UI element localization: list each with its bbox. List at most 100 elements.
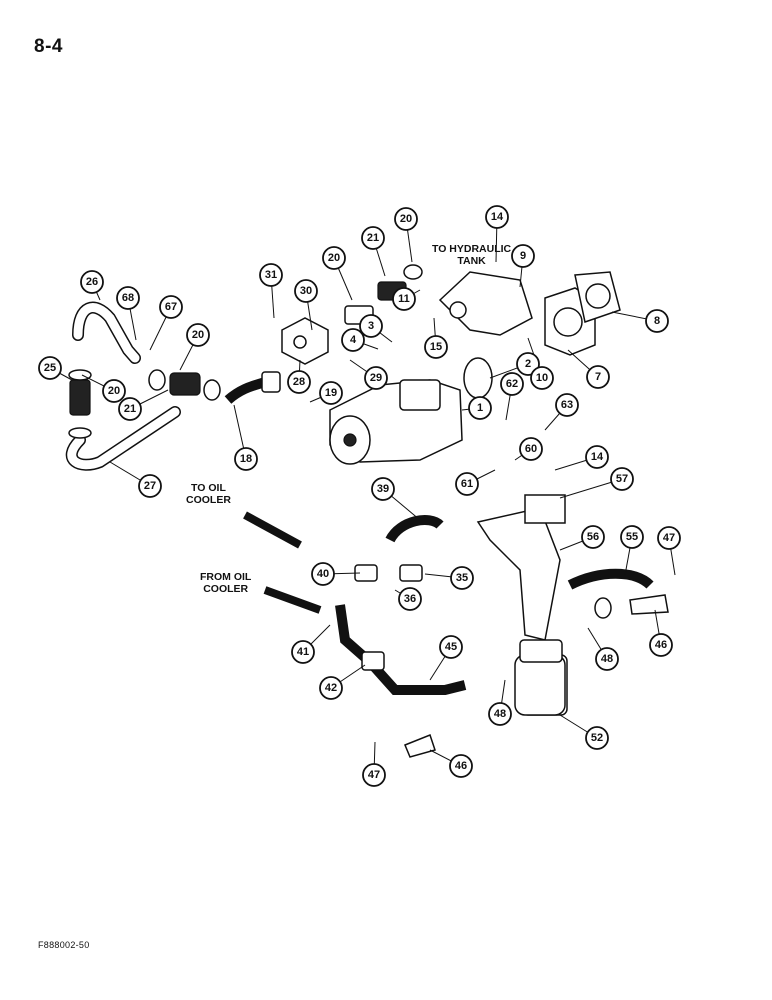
filter-head: [519, 639, 563, 663]
callout-63: 63: [555, 393, 579, 417]
callout-number: 48: [494, 708, 506, 720]
callout-number: 35: [456, 572, 468, 584]
callout-number: 60: [525, 443, 537, 455]
callout-number: 2: [525, 358, 531, 370]
callout-27: 27: [138, 474, 162, 498]
mount-bracket-56: [476, 507, 561, 641]
callout-47: 47: [657, 526, 681, 550]
callout-circle: [371, 477, 395, 501]
callout-number: 1: [477, 402, 483, 414]
callout-31: 31: [259, 263, 283, 287]
callout-46: 46: [649, 633, 673, 657]
part-20-clamp-b: [68, 427, 92, 439]
callout-8: 8: [645, 309, 669, 333]
callout-circle: [620, 525, 644, 549]
callout-14: 14: [585, 445, 609, 469]
callout-number: 63: [561, 399, 573, 411]
callout-20: 20: [102, 379, 126, 403]
callout-circle: [234, 447, 258, 471]
callout-circle: [361, 226, 385, 250]
clamp-46-right: [629, 594, 669, 615]
bracket-9: [438, 271, 533, 336]
callout-number: 20: [192, 329, 204, 341]
callout-40: 40: [311, 562, 335, 586]
callout-number: 41: [297, 646, 309, 658]
tube-55: [567, 568, 654, 590]
callout-15: 15: [424, 335, 448, 359]
callout-29: 29: [364, 366, 388, 390]
callout-circle: [645, 309, 669, 333]
callout-circle: [118, 397, 142, 421]
callout-42: 42: [319, 676, 343, 700]
callout-number: 28: [293, 376, 305, 388]
callout-number: 61: [461, 478, 473, 490]
callout-circle: [311, 562, 335, 586]
plate-57: [524, 494, 566, 524]
callout-number: 57: [616, 473, 628, 485]
callout-48: 48: [488, 702, 512, 726]
callout-number: 20: [108, 385, 120, 397]
part-21-coupling: [169, 372, 201, 396]
part-25-filter: [69, 379, 91, 416]
callout-circle: [468, 396, 492, 420]
callout-26: 26: [80, 270, 104, 294]
callout-number: 55: [626, 531, 638, 543]
callout-30: 30: [294, 279, 318, 303]
callout-41: 41: [291, 640, 315, 664]
callout-number: 4: [350, 334, 357, 346]
callout-number: 21: [367, 232, 379, 244]
callout-47: 47: [362, 763, 386, 787]
callout-number: 40: [317, 568, 329, 580]
gasket-2: [463, 357, 493, 399]
callout-circle: [585, 726, 609, 750]
callout-circle: [519, 437, 543, 461]
callout-circle: [455, 472, 479, 496]
callout-circle: [657, 526, 681, 550]
callout-62: 62: [500, 372, 524, 396]
hose-to-oil-cooler: [243, 511, 302, 549]
callout-number: 42: [325, 682, 337, 694]
adapter-7-bore: [553, 307, 583, 337]
callout-circle: [159, 295, 183, 319]
callout-55: 55: [620, 525, 644, 549]
callout-68: 68: [116, 286, 140, 310]
callout-number: 48: [601, 653, 613, 665]
callout-circle: [585, 445, 609, 469]
callout-1: 1: [468, 396, 492, 420]
callout-45: 45: [439, 635, 463, 659]
pump-1-shaft: [343, 433, 357, 447]
callout-circle: [649, 633, 673, 657]
callout-circle: [450, 566, 474, 590]
callout-circle: [555, 393, 579, 417]
callout-circle: [259, 263, 283, 287]
callout-60: 60: [519, 437, 543, 461]
callout-20: 20: [322, 246, 346, 270]
clamp-46-bottom: [404, 734, 436, 758]
callout-number: 47: [368, 769, 380, 781]
callout-57: 57: [610, 467, 634, 491]
callout-number: 10: [536, 372, 548, 384]
callout-56: 56: [581, 525, 605, 549]
callout-number: 25: [44, 362, 56, 374]
callout-11: 11: [392, 287, 416, 311]
callout-number: 56: [587, 531, 599, 543]
callout-circle: [359, 314, 383, 338]
callout-number: 18: [240, 453, 252, 465]
callout-circle: [516, 352, 540, 376]
callout-61: 61: [455, 472, 479, 496]
note-to-hydraulic-tank: TO HYDRAULIC TANK: [432, 243, 512, 267]
callout-circle: [511, 244, 535, 268]
callout-circle: [80, 270, 104, 294]
callout-circle: [581, 525, 605, 549]
part-20-clamp-d: [203, 379, 221, 401]
callout-number: 46: [455, 760, 467, 772]
callout-67: 67: [159, 295, 183, 319]
callout-number: 46: [655, 639, 667, 651]
callout-circle: [449, 754, 473, 778]
fitting-35: [399, 564, 423, 582]
callout-number: 30: [300, 285, 312, 297]
callout-circle: [38, 356, 62, 380]
callout-20: 20: [394, 207, 418, 231]
